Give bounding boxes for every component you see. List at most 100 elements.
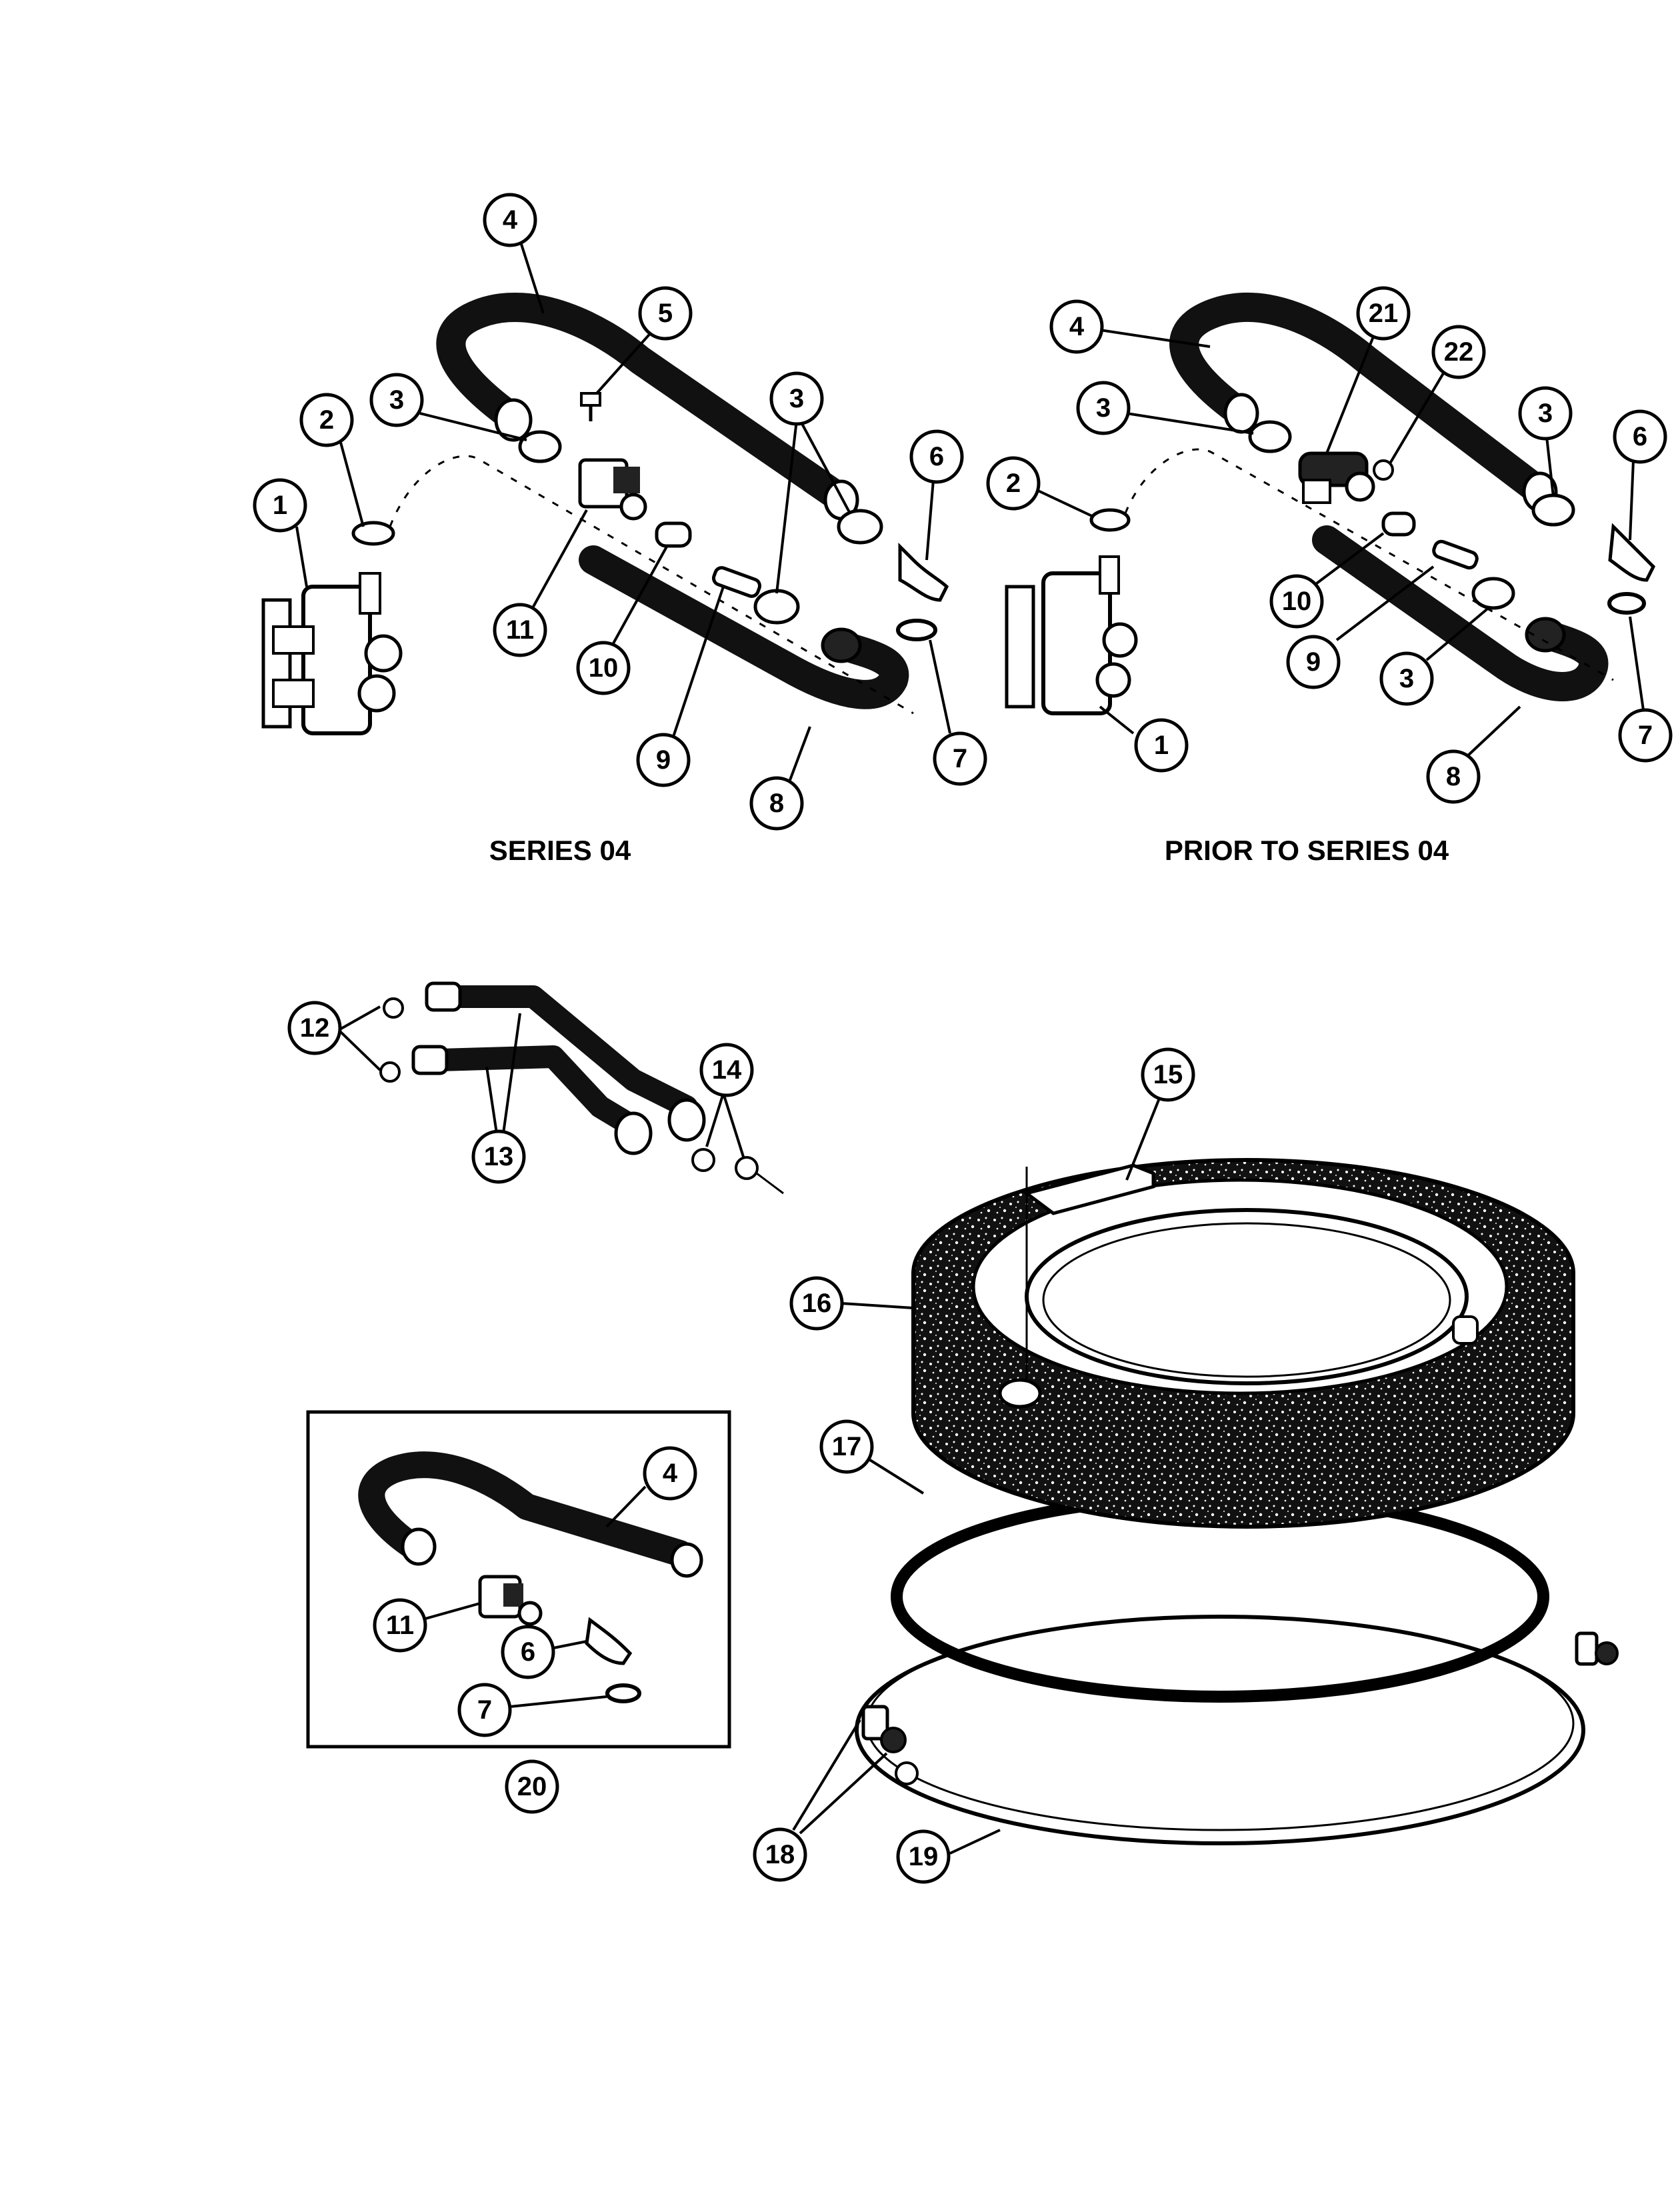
inlet-hose-assembly: 12 13 14 <box>287 981 784 1195</box>
svg-text:1: 1 <box>1154 731 1169 760</box>
callout-1: 1 <box>253 478 308 587</box>
washer-12 <box>379 1061 401 1083</box>
svg-text:17: 17 <box>832 1432 862 1461</box>
callout-7: 7 <box>1618 616 1673 763</box>
svg-text:21: 21 <box>1369 299 1399 328</box>
svg-text:7: 7 <box>1638 721 1653 750</box>
callout-7: 7 <box>929 639 987 786</box>
water-valve-1 <box>1005 555 1138 715</box>
callout-13: 13 <box>471 1013 526 1184</box>
series-04-assembly: 1 2 3 3 4 5 6 <box>253 193 987 866</box>
washer-7 <box>896 619 937 641</box>
tub-ring-hole <box>998 1378 1042 1409</box>
connector-9 <box>711 566 762 598</box>
breaker-11 <box>578 458 647 521</box>
callout-3b: 3 <box>769 371 851 594</box>
callout-4: 4 <box>483 193 545 314</box>
clamp-3 <box>1471 577 1515 610</box>
fitting-10 <box>655 521 692 548</box>
svg-text:8: 8 <box>769 789 784 818</box>
fitting-10 <box>1381 511 1416 537</box>
callout-6: 6 <box>909 429 964 561</box>
hose-coupling <box>425 981 462 1012</box>
svg-text:4: 4 <box>1069 312 1085 341</box>
hose-end <box>494 398 533 442</box>
prior-series-assembly: 1 2 3 3 3 4 6 <box>986 286 1673 866</box>
hose-end <box>401 1527 437 1566</box>
hose-end <box>670 1542 703 1578</box>
callout-10: 10 <box>576 546 668 695</box>
svg-text:22: 22 <box>1444 337 1474 367</box>
svg-text:19: 19 <box>909 1842 939 1871</box>
assembly-path <box>389 455 914 715</box>
kit-frame <box>306 1410 731 1749</box>
hose-end <box>1223 393 1259 434</box>
svg-text:10: 10 <box>1282 587 1312 616</box>
callout-4: 4 <box>1049 299 1211 354</box>
svg-text:4: 4 <box>503 205 518 235</box>
lower-hose-8 <box>1312 525 1609 701</box>
callout-3: 3 <box>1076 381 1254 435</box>
svg-text:2: 2 <box>319 405 334 435</box>
svg-text:16: 16 <box>802 1289 832 1318</box>
callout-11: 11 <box>493 509 588 657</box>
assembly-path <box>1124 448 1614 681</box>
elbow-6 <box>1608 523 1656 582</box>
kit-callout-7: 7 <box>457 1683 607 1737</box>
svg-text:3: 3 <box>789 384 804 413</box>
screen-14 <box>735 1156 759 1180</box>
caption-series-04: SERIES 04 <box>489 835 631 866</box>
callout-9: 9 <box>636 586 725 787</box>
tub-ring-assembly: 15 16 17 18 19 <box>753 1047 1619 1884</box>
callout-6: 6 <box>1613 409 1667 541</box>
callout-3b: 3 <box>1518 386 1573 497</box>
svg-text:3: 3 <box>1096 393 1111 423</box>
tub-ring-opening <box>1025 1208 1469 1385</box>
elbow-6 <box>898 542 949 602</box>
tub-ring-inner <box>1042 1222 1451 1378</box>
svg-text:8: 8 <box>1446 762 1461 791</box>
clamp-3 <box>753 589 800 625</box>
svg-text:18: 18 <box>765 1840 795 1869</box>
service-kit-20: 4 11 6 7 20 <box>306 1410 731 1814</box>
tub-clamp-19 <box>855 1615 1585 1845</box>
callout-12: 12 <box>287 1001 381 1071</box>
svg-text:13: 13 <box>484 1142 514 1171</box>
svg-text:12: 12 <box>300 1013 330 1043</box>
inlet-hose-13 <box>429 1045 645 1138</box>
callout-17: 17 <box>819 1419 925 1495</box>
svg-text:9: 9 <box>1306 647 1321 677</box>
clamp-2 <box>1089 508 1131 532</box>
svg-text:1: 1 <box>273 491 287 520</box>
callout-8: 8 <box>1426 705 1521 804</box>
hose-coupling <box>411 1045 449 1075</box>
kit-elbow-6 <box>585 1617 633 1665</box>
inlet-hose-13 <box>442 985 698 1118</box>
svg-text:7: 7 <box>953 744 967 773</box>
clamp-3 <box>1531 493 1575 527</box>
svg-text:3: 3 <box>1538 399 1553 428</box>
screen-14 <box>691 1148 715 1172</box>
axis-line <box>756 1172 784 1195</box>
callout-8: 8 <box>749 726 811 831</box>
svg-text:6: 6 <box>521 1637 535 1667</box>
svg-text:7: 7 <box>477 1695 492 1725</box>
callout-10: 10 <box>1269 532 1385 629</box>
svg-text:3: 3 <box>389 385 404 415</box>
kit-callout-11: 11 <box>373 1598 481 1653</box>
water-valve-1 <box>261 572 403 735</box>
upper-hose-4 <box>436 293 848 508</box>
callout-3c: 3 <box>1379 605 1491 706</box>
svg-text:2: 2 <box>1006 469 1021 498</box>
callout-20: 20 <box>505 1759 559 1814</box>
kit-washer-7 <box>605 1683 641 1703</box>
kit-hose-4 <box>358 1451 693 1567</box>
callout-3: 3 <box>369 373 527 441</box>
tub-ring-notch <box>1452 1315 1479 1345</box>
breaker-21 <box>1298 451 1375 504</box>
callout-5: 5 <box>595 286 693 395</box>
svg-text:10: 10 <box>589 653 619 683</box>
kit-callout-6: 6 <box>501 1625 587 1679</box>
tub-tab-15 <box>1023 1163 1155 1215</box>
